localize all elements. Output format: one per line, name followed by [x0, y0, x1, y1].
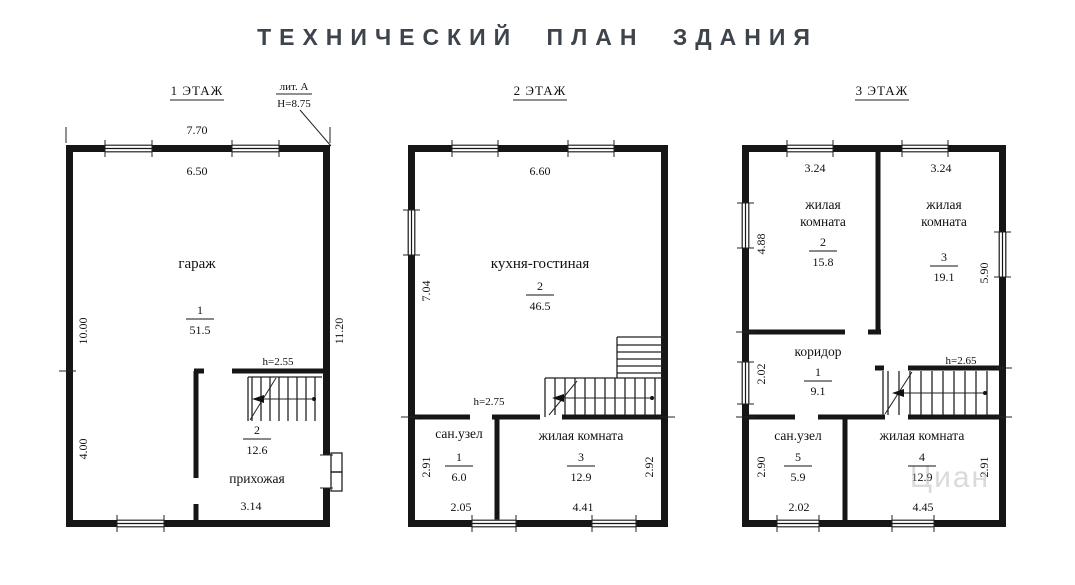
- floor1-dim-left-lower: 4.00: [76, 439, 90, 460]
- floor1-dim-ticks: [59, 127, 331, 372]
- floor1-dim-bottom: 3.14: [241, 499, 262, 513]
- floor2-bathroom-area: 6.0: [452, 470, 467, 484]
- floor1-leader-line: [299, 109, 332, 147]
- floor3-walls: [742, 145, 1006, 527]
- floor3-dim-left-lower: 2.90: [754, 457, 768, 478]
- floor3-corridor-area: 9.1: [811, 384, 826, 398]
- floor1-hall-area: 12.6: [247, 443, 268, 457]
- floor3-bedroom-right-area: 19.1: [934, 270, 955, 284]
- floor2-stairs: [544, 336, 664, 417]
- floor3-bedroom-right-label-line2: комната: [921, 214, 967, 229]
- floor2-kitchen-number: 2: [537, 279, 543, 293]
- floor2-room-living-label: жилая комната: [538, 428, 624, 443]
- floor1-hall-number: 2: [254, 423, 260, 437]
- floor2-kitchen-area: 46.5: [530, 299, 551, 313]
- floor1-entrance-porch: [320, 452, 343, 492]
- floor1-dim-top-inner: 6.50: [187, 164, 208, 178]
- floor2-bathroom-number: 1: [456, 450, 462, 464]
- floor3-dim-right-lower: 2.91: [977, 457, 991, 478]
- floor1-hall-ceiling-height: h=2.55: [263, 356, 294, 368]
- floor2-plan: 2 ЭТАЖ: [401, 83, 675, 532]
- floor1-room-garage-label: гараж: [178, 256, 216, 272]
- floor1-plan: 1 ЭТАЖ лит. А Н=8.75: [59, 81, 346, 532]
- floor3-bedroom-right-label-line1: жилая: [925, 197, 962, 212]
- floor3-bedroom-left-label-line2: комната: [800, 214, 846, 229]
- stairs-direction-arrow: [252, 395, 316, 403]
- floor1-stairs: [247, 376, 322, 421]
- floor2-label: 2 ЭТАЖ: [514, 83, 567, 98]
- floor1-garage-number: 1: [197, 303, 203, 317]
- floor2-room-kitchen-label: кухня-гостиная: [491, 256, 590, 272]
- floor2-ceiling-height: h=2.75: [474, 396, 505, 408]
- floor3-corridor-number: 1: [815, 365, 821, 379]
- floor2-dim-left-lower: 2.91: [419, 457, 433, 478]
- floor3-ceiling-height: h=2.65: [946, 355, 977, 367]
- stairs-direction-arrow: [892, 389, 987, 397]
- floor3-dim-left-mid: 2.02: [754, 364, 768, 385]
- floor3-dim-ticks: [736, 331, 1012, 418]
- floor3-dim-right-upper: 5.90: [977, 263, 991, 284]
- floor3-bathroom-number: 5: [795, 450, 801, 464]
- floor3-stairs: [882, 371, 988, 415]
- floor2-dim-bottom-right: 4.41: [573, 500, 594, 514]
- floor3-dim-bottom-left: 2.02: [789, 500, 810, 514]
- stairs-direction-arrow: [552, 394, 654, 402]
- floor2-dim-right-lower: 2.92: [642, 457, 656, 478]
- floor3-label: 3 ЭТАЖ: [856, 83, 909, 98]
- floor3-dim-bottom-right: 4.45: [913, 500, 934, 514]
- floor3-bedroom-left-area: 15.8: [813, 255, 834, 269]
- floor1-windows: [104, 140, 280, 532]
- floor3-living-area: 12.9: [912, 470, 933, 484]
- floor1-dim-left-upper: 10.00: [76, 318, 90, 345]
- site-watermark: Циан: [910, 461, 990, 494]
- floor1-room-hall-label: прихожая: [229, 471, 284, 486]
- floor3-bedroom-left-number: 2: [820, 235, 826, 249]
- floor3-bedroom-right-number: 3: [941, 250, 947, 264]
- floor3-bedroom-left-label-line1: жилая: [804, 197, 841, 212]
- floor1-dim-right: 11.20: [332, 318, 346, 345]
- floor3-bathroom-area: 5.9: [791, 470, 806, 484]
- floor3-dim-top-right: 3.24: [931, 161, 952, 175]
- floor3-plan: 3 ЭТАЖ: [736, 83, 1012, 532]
- floor3-living-label: жилая комната: [879, 428, 965, 443]
- floor2-dim-left-upper: 7.04: [419, 281, 433, 302]
- floor1-label: 1 ЭТАЖ: [171, 83, 224, 98]
- floor2-room-bathroom-label: сан.узел: [435, 426, 483, 441]
- floor3-dim-top-left: 3.24: [805, 161, 826, 175]
- floor2-dim-top-inner: 6.60: [530, 164, 551, 178]
- floor2-dim-bottom-left: 2.05: [451, 500, 472, 514]
- floor1-dim-top-outer: 7.70: [187, 123, 208, 137]
- floor3-living-number: 4: [919, 450, 925, 464]
- floor3-dim-left-upper: 4.88: [754, 234, 768, 255]
- floor1-walls: [66, 145, 330, 527]
- floor3-corridor-label: коридор: [795, 344, 842, 359]
- page-title: ТЕХНИЧЕСКИЙ ПЛАН ЗДАНИЯ: [257, 24, 818, 50]
- floor2-living-number: 3: [578, 450, 584, 464]
- floor1-liter-label: лит. А: [280, 81, 309, 93]
- floor3-bathroom-label: сан.узел: [774, 428, 822, 443]
- floor2-living-area: 12.9: [571, 470, 592, 484]
- floor1-building-height: Н=8.75: [277, 98, 311, 110]
- floor2-windows: [403, 140, 637, 532]
- floor2-walls: [408, 145, 668, 527]
- floor1-garage-area: 51.5: [190, 323, 211, 337]
- floor3-windows: [737, 140, 1011, 532]
